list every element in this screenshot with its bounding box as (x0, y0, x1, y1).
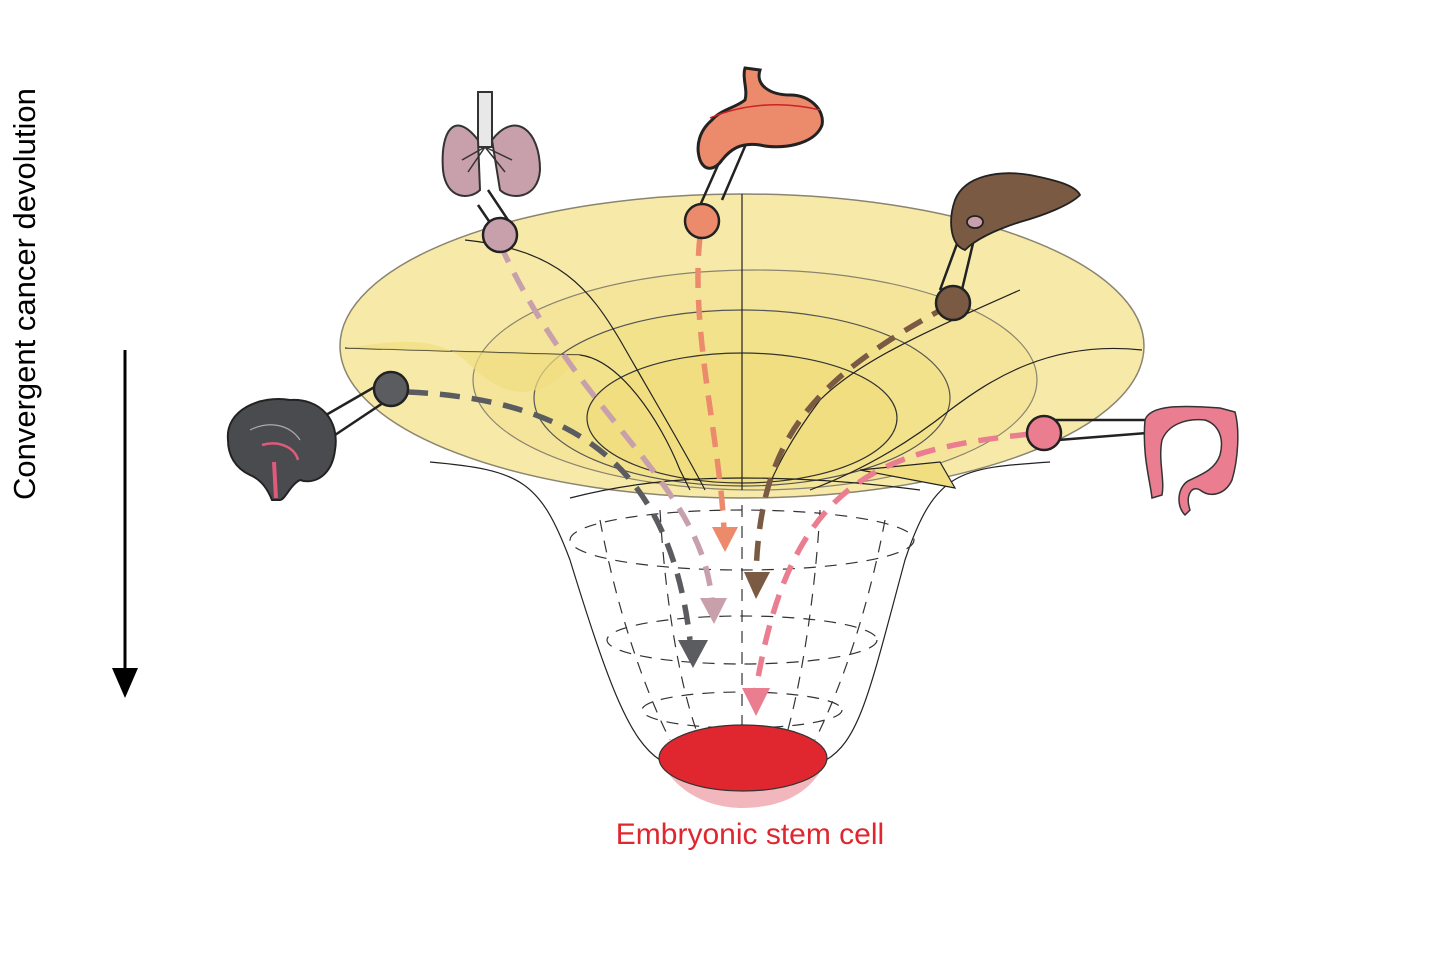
axis-label: Convergent cancer devolution (7, 88, 42, 500)
liver-icon (950, 172, 1082, 252)
arrowheads (678, 527, 770, 716)
stem-cell-bowl (658, 724, 828, 808)
embryonic-stem-cell-label: Embryonic stem cell (615, 818, 885, 851)
brain-icon (226, 398, 337, 501)
lung-icon (441, 91, 542, 197)
colon-ball (1025, 414, 1063, 452)
colon-icon (1143, 405, 1239, 517)
lung-ball (481, 216, 519, 254)
axis-arrow (112, 350, 138, 698)
brain-ball (372, 370, 410, 408)
fold-shade-left (345, 341, 580, 392)
neck-grid (569, 505, 915, 741)
trajectories (407, 235, 1031, 691)
stomach-ball (683, 202, 721, 240)
liver-ball (934, 284, 972, 322)
stomach-icon (696, 66, 824, 170)
funnel-neck (429, 461, 1051, 761)
balls (372, 202, 1063, 452)
